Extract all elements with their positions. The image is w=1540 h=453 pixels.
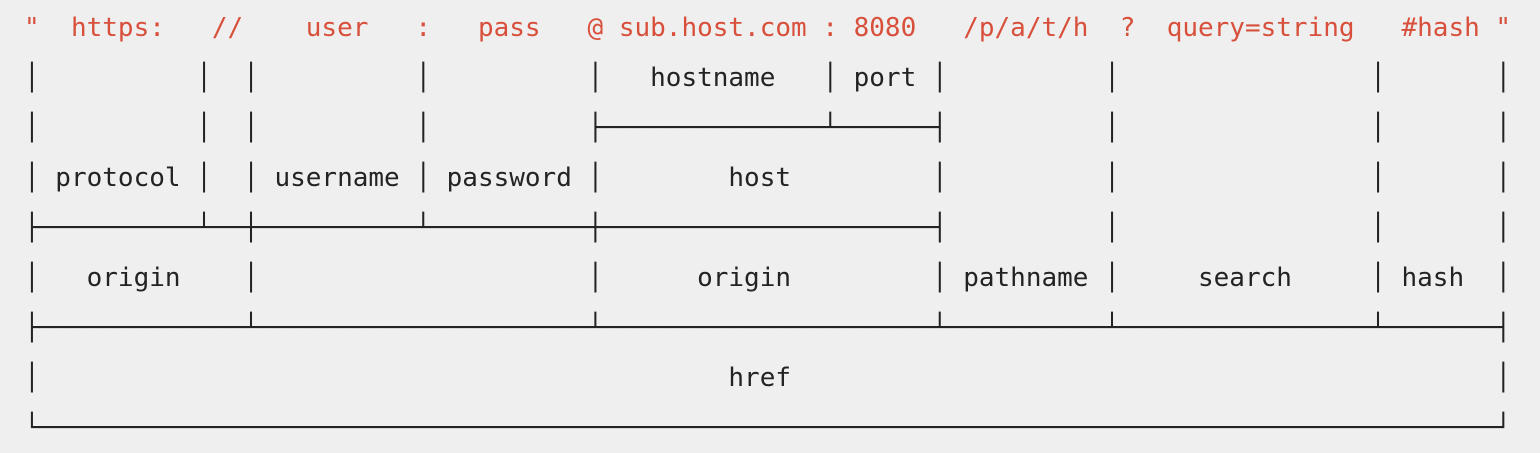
row-href-label: │ href │ — [24, 363, 1512, 393]
row-origin-merge-line: ├──────────┴──┼──────────┴──────────┼───… — [24, 213, 1512, 243]
row-origin-pathname-search-hash-labels: │ origin │ │ origin │ pathname │ search … — [24, 263, 1512, 293]
row-href-merge-line: ├─────────────┴─────────────────────┴───… — [24, 313, 1512, 343]
example-url-line: " https: // user : pass @ sub.host.com :… — [24, 13, 1512, 43]
row-host-merge-line: │ │ │ │ ├──────────────┴──────┤ │ │ │ — [24, 113, 1512, 143]
row-bottom-border: └───────────────────────────────────────… — [24, 413, 1512, 443]
ascii-art-block: " https: // user : pass @ sub.host.com :… — [24, 3, 1540, 453]
row-protocol-username-password-host-labels: │ protocol │ │ username │ password │ hos… — [24, 163, 1512, 193]
row-hostname-port-labels: │ │ │ │ │ hostname │ port │ │ │ │ — [24, 63, 1512, 93]
